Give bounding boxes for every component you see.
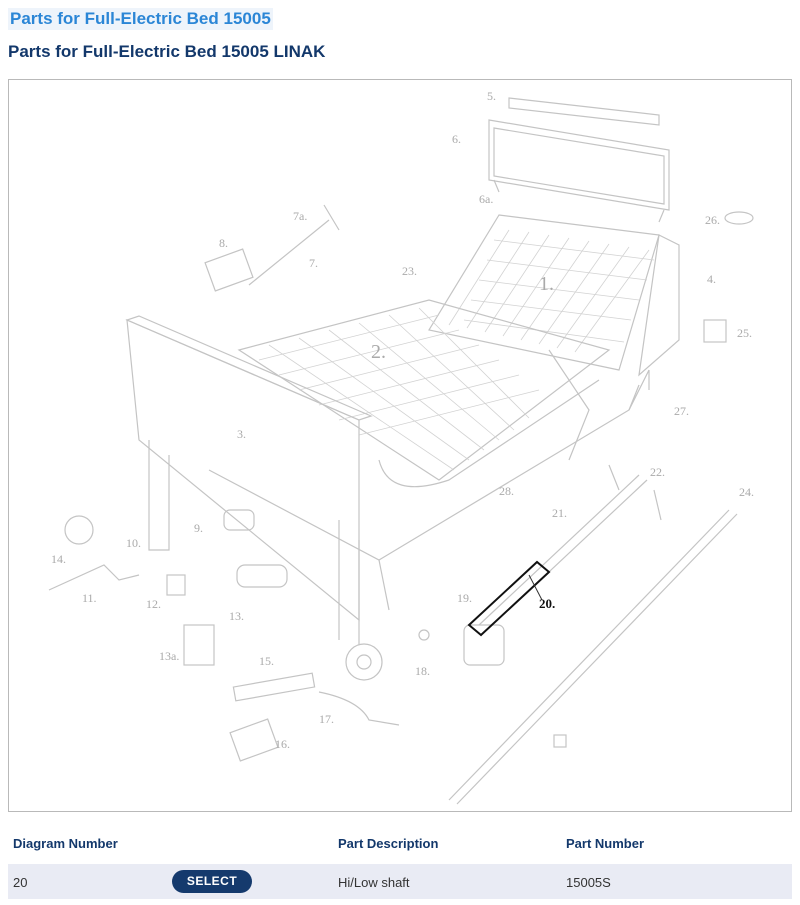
callout-24: 24. — [739, 485, 754, 499]
callout-26: 26. — [705, 213, 720, 227]
row-part-number: 15005S — [566, 875, 611, 890]
col-header-part-description: Part Description — [338, 836, 439, 851]
callout-16: 16. — [275, 737, 290, 751]
table-row: 20 SELECT Hi/Low shaft 15005S — [8, 864, 792, 899]
callout-28: 28. — [499, 484, 514, 498]
callout-3: 3. — [237, 427, 246, 441]
callout-6a: 6a. — [479, 192, 493, 206]
callout-18: 18. — [415, 664, 430, 678]
callout-9: 9. — [194, 521, 203, 535]
callout-20: 20. — [539, 596, 555, 611]
callout-8: 8. — [219, 236, 228, 250]
callout-4: 4. — [707, 272, 716, 286]
callout-17: 17. — [319, 712, 334, 726]
parts-title-link[interactable]: Parts for Full-Electric Bed 15005 — [8, 8, 273, 30]
callout-10: 10. — [126, 536, 141, 550]
callout-22: 22. — [650, 465, 665, 479]
controls-drawing — [229, 672, 400, 762]
callout-2: 2. — [371, 341, 386, 363]
callout-21: 21. — [552, 506, 567, 520]
shaft-drawings — [448, 474, 738, 805]
headboard-drawing — [488, 97, 670, 223]
select-button[interactable]: SELECT — [172, 870, 252, 893]
head-deck-drawing — [428, 214, 680, 377]
highlighted-hi-low-shaft — [467, 560, 551, 637]
col-header-part-number: Part Number — [566, 836, 645, 851]
row-part-description: Hi/Low shaft — [338, 875, 410, 890]
callout-7a: 7a. — [293, 209, 307, 223]
callout-13: 13. — [229, 609, 244, 623]
callout-23: 23. — [402, 264, 417, 278]
callout-15: 15. — [259, 654, 274, 668]
motor-parts-drawing — [48, 509, 288, 666]
exploded-parts-diagram: 1. 2. 3. 4. 5. 6. 6a. 7. 7a. 8. 9. 10. 1… — [8, 79, 792, 812]
callout-5: 5. — [487, 89, 496, 103]
callout-25: 25. — [737, 326, 752, 340]
callout-27: 27. — [674, 404, 689, 418]
col-header-diagram-number: Diagram Number — [13, 836, 118, 851]
callout-1: 1. — [539, 273, 554, 295]
callout-12: 12. — [146, 597, 161, 611]
callout-6: 6. — [452, 132, 461, 146]
callout-13a: 13a. — [159, 649, 179, 663]
page-subtitle: Parts for Full-Electric Bed 15005 LINAK — [8, 42, 326, 61]
frame-drawing — [208, 369, 650, 681]
seat-deck-drawing — [237, 299, 611, 488]
footboard-drawing — [125, 315, 373, 645]
small-parts-drawing — [204, 204, 754, 748]
row-diagram-number: 20 — [13, 875, 28, 890]
callout-7: 7. — [309, 256, 318, 270]
callout-19: 19. — [457, 591, 472, 605]
callout-14: 14. — [51, 552, 66, 566]
callout-11: 11. — [82, 591, 97, 605]
